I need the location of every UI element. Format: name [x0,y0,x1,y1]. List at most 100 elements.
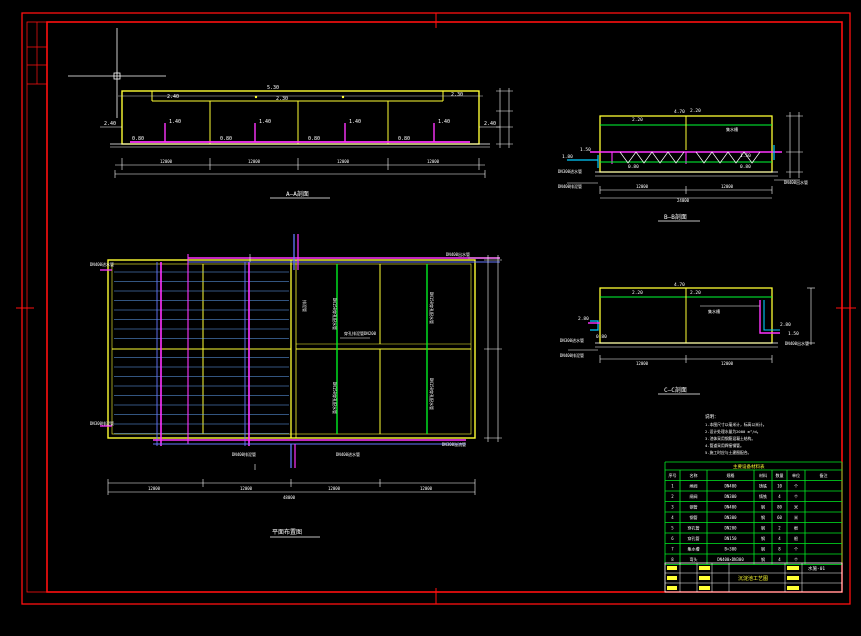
section-bb-title: B—B剖面 [664,213,687,221]
aa-side-right-elev: 2.40 [484,121,496,127]
aa-dim-3: 12000 [337,159,350,164]
title-block-mark [787,576,799,580]
cad-crosshair-cursor[interactable] [68,28,166,118]
aa-bottom-elev-2: 0.80 [220,136,232,142]
table-cell: 1 [671,484,674,489]
aa-bottom-elev-4: 0.80 [398,136,410,142]
title-block-mark [667,586,677,590]
aa-bottom-elev-3: 0.80 [308,136,320,142]
drawing-name: 沉淀池工艺图 [738,575,768,582]
table-cell: 钢 [761,514,765,520]
cc-water-right-elev: 2.20 [690,290,701,296]
table-cell: 2 [671,494,674,499]
cc-dim-2: 12000 [721,361,734,366]
title-block-mark [787,586,799,590]
bb-dim-1: 12000 [636,184,649,189]
title-block: 沉淀池工艺图 水施-01 [664,562,843,593]
table-cell: 米 [794,514,798,520]
aa-pipe-elev-4: 1.40 [438,119,450,125]
bb-pipe-right: DN400出水管 [784,179,808,185]
table-cell: 4 [671,515,674,520]
table-cell: 个 [794,494,798,499]
aa-bottom-elev-1: 0.80 [132,136,144,142]
cc-pipe-left-1: DN300进水管 [560,337,584,343]
title-block-mark [699,576,710,580]
cc-pipe-right: DN400出水管 [785,340,809,346]
table-cell: 集水槽 [688,546,700,552]
notes: 说明： 1.本图尺寸以毫米计，标高以米计。 2.设计处理水量为2000 m³/d… [705,413,767,455]
title-block-mark [667,576,677,580]
aa-water-left-elev: 2.40 [167,94,179,100]
table-header-cell: 材料 [759,472,767,478]
table-cell: 个 [794,484,798,489]
bb-low-elev: 0.80 [628,164,639,170]
title-block-mark [699,566,710,570]
cc-water-left-elev: 2.20 [632,290,643,296]
cc-right-elev: 2.80 [780,322,791,328]
title-block-mark [699,586,710,590]
section-aa: 5.30 2.40 2.30 2.30 1.40 1.40 1.40 1.40 … [100,85,513,199]
plan-pipe-v5: 排泥管 [302,300,308,312]
bb-water-left-elev: 2.20 [632,117,643,123]
notes-line-4: 4.管道采用焊接钢管。 [705,443,744,448]
cc-dim-1: 12000 [636,361,649,366]
plan-overflow-label: DN300溢流管 [442,441,466,447]
table-cell: 6 [671,536,674,541]
table-cell: DN300 [724,494,737,499]
bb-pipe-left-2: DN400排泥管 [558,183,582,189]
plan-dim-3: 12000 [328,486,341,491]
table-cell: DN150 [724,536,737,541]
table-header-cell: 备注 [820,472,828,478]
table-cell: 钢 [761,504,765,510]
table-cell: 铸铁 [759,483,767,489]
table-cell: 个 [794,557,798,562]
title-block-mark [787,566,799,570]
bb-water-right-elev: 2.20 [690,108,701,114]
bb-right-elev: 1.50 [740,153,751,159]
table-cell: 3 [671,505,674,510]
sheet-number: 水施-01 [808,565,825,572]
cc-trough-label: 集水槽 [708,308,720,314]
plan-dim-total: 48000 [283,495,296,500]
table-cell: 铸铁 [759,493,767,499]
table-cell: 钢 [761,546,765,552]
table-cell: B=300 [724,547,737,552]
table-cell: 80 [777,505,782,510]
table-cell: 米 [794,504,798,510]
table-cell: 8 [671,557,674,562]
bb-mid-elev: 1.50 [580,147,591,153]
bb-dim-total: 24000 [677,198,690,203]
table-cell: 10 [777,484,782,489]
plan-bottom-right-label: DN400进水管 [336,451,360,457]
bb-top-elev: 4.70 [674,109,685,115]
title-block-mark [667,566,677,570]
notes-line-1: 1.本图尺寸以毫米计，标高以米计。 [705,422,767,427]
notes-title: 说明： [705,413,719,420]
table-cell: DN200 [724,526,737,531]
notes-line-3: 3.池体采用钢筋混凝土结构。 [705,436,755,441]
section-bb: 4.70 2.20 2.20 集水槽 1.80 1.50 0.80 1.50 0… [558,108,808,222]
plan-bottom-left-label: DN400排泥管 [232,451,256,457]
bb-left-elev: 1.80 [562,154,573,160]
table-header-cell: 名称 [690,472,698,478]
plan-distribution-laterals [114,271,289,434]
table-cell: 根 [794,535,798,541]
table-cell: 钢 [761,556,765,562]
plan-title: 平面布置图 [272,528,302,536]
aa-top-elev: 5.30 [267,85,279,91]
table-cell: 钢 [761,535,765,541]
drawing-frame [16,12,856,605]
table-cell: DN400 [724,505,737,510]
bb-pipe-left-1: DN300进水管 [558,168,582,174]
table-cell: 闸阀 [690,493,698,499]
table-cell: 根 [794,525,798,531]
aa-dim-1: 12000 [160,159,173,164]
plan-pipe-v2: DN150穿孔配水管 [429,292,435,324]
plan-mid-label: 穿孔排泥管DN200 [344,330,377,336]
aa-side-left-elev: 2.40 [104,121,116,127]
plan-dim-2: 12000 [240,486,253,491]
notes-line-2: 2.设计处理水量为2000 m³/d。 [705,429,761,434]
